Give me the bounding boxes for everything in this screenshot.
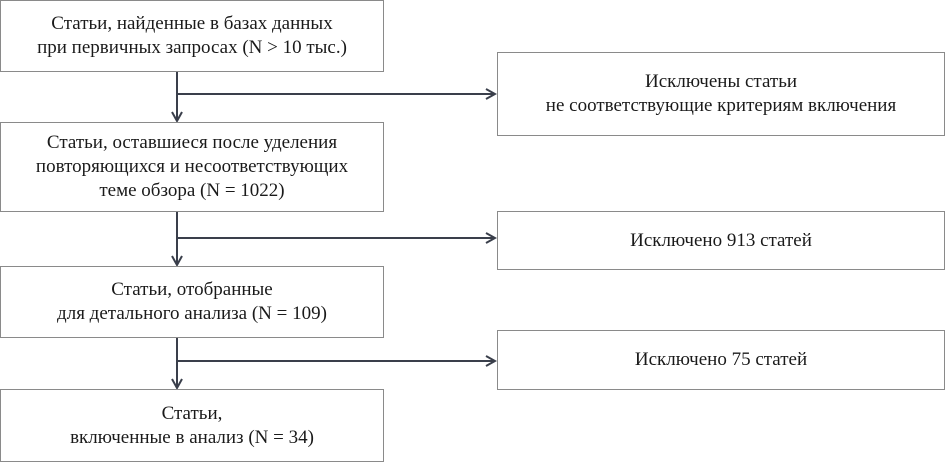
step-box-after-deduplication: Статьи, оставшиеся после уделения повтор… [0,122,384,212]
step-text: Статьи, найденные в базах данных при пер… [37,13,347,58]
step-text: Статьи, отобранные для детального анализ… [57,279,327,324]
step-box-initial-search: Статьи, найденные в базах данных при пер… [0,0,384,72]
exclusion-box-75: Исключено 75 статей [497,330,945,390]
exclusion-text: Исключено 75 статей [634,349,808,370]
step-text: Статьи, оставшиеся после уделения повтор… [35,132,349,201]
exclusion-text: Исключено 913 статей [630,229,812,251]
exclusion-box-criteria: Исключены статьи не соответствующие крит… [497,52,945,136]
exclusion-box-913: Исключено 913 статей [497,211,945,270]
step-box-detailed-analysis: Статьи, отобранные для детального анализ… [0,266,384,338]
exclusion-text: Исключены статьи не соответствующие крит… [545,71,897,116]
step-box-included: Статьи, включенные в анализ (N = 34) [0,389,384,462]
step-text: Статьи, включенные в анализ (N = 34) [70,402,314,448]
